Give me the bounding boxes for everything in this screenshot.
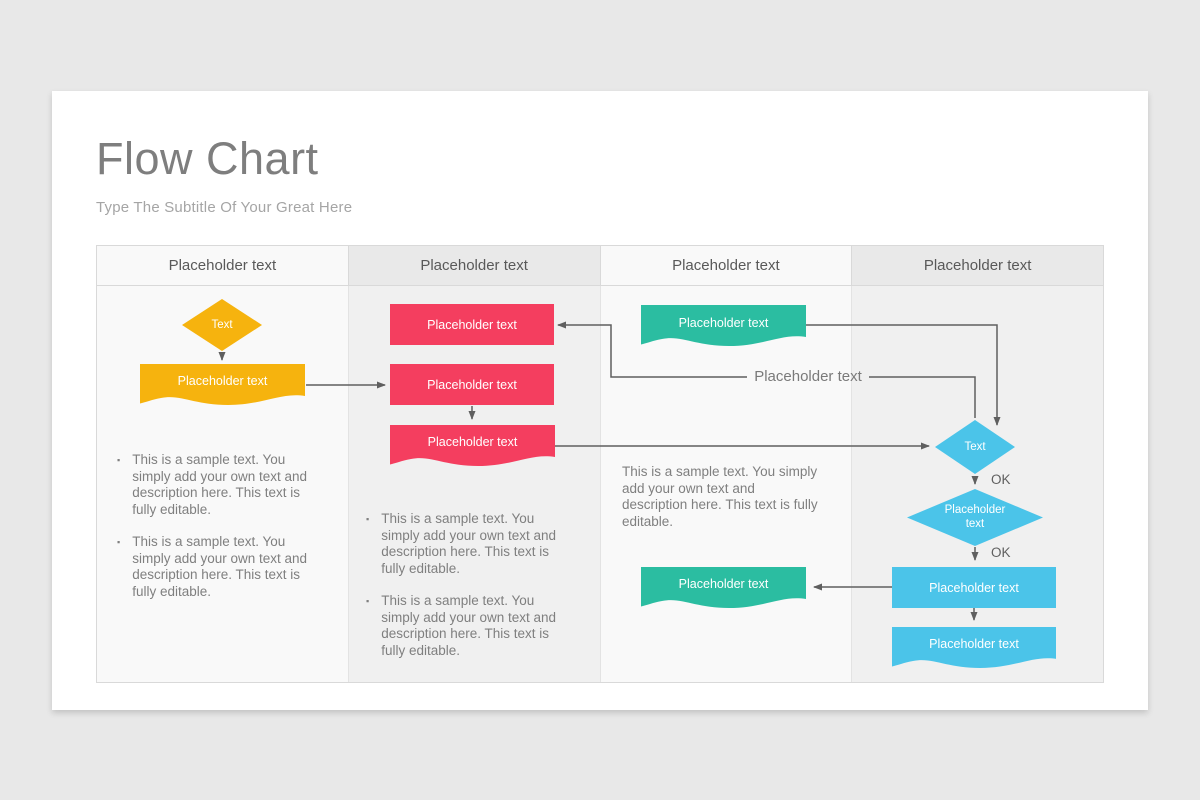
bullet-list-col1: ▪ This is a sample text. You simply add … [117,452,332,616]
flow-node-process-blue: Placeholder text [892,567,1056,608]
bullet-marker: ▪ [366,596,370,606]
paragraph-col3: This is a sample text. You simply add yo… [622,464,818,529]
flow-node-process-red-2: Placeholder text [390,364,554,405]
column-header-2: Placeholder text [348,246,601,286]
slide-subtitle: Type The Subtitle Of Your Great Here [96,199,353,216]
branch-label-ok-2: OK [991,545,1011,560]
column-header-1: Placeholder text [97,246,349,286]
flow-node-process-red-1: Placeholder text [390,304,554,345]
bullet-list-col2: ▪ This is a sample text. You simply add … [366,511,581,675]
branch-label-ok-1: OK [991,472,1011,487]
bullet-marker: ▪ [117,455,121,465]
column-header-3: Placeholder text [600,246,853,286]
bullet-marker: ▪ [366,514,370,524]
slide-title: Flow Chart [96,133,319,184]
bullet-marker: ▪ [117,537,121,547]
bullet-text: This is a sample text. You simply add yo… [381,593,557,658]
list-item: ▪ This is a sample text. You simply add … [117,452,332,518]
list-item: ▪ This is a sample text. You simply add … [366,511,581,577]
column-header-4: Placeholder text [852,246,1103,286]
connector-floating-label: Placeholder text [754,368,862,385]
flow-table: Placeholder text Placeholder text Placeh… [96,245,1104,683]
flow-node-decision-blue-2-label: Placeholder text [944,503,1006,530]
list-item: ▪ This is a sample text. You simply add … [117,534,332,600]
bullet-text: This is a sample text. You simply add yo… [132,452,308,517]
bullet-text: This is a sample text. You simply add yo… [381,511,557,576]
column-body-4 [852,286,1103,682]
flow-table-header-row: Placeholder text Placeholder text Placeh… [97,246,1103,286]
list-item: ▪ This is a sample text. You simply add … [366,593,581,659]
bullet-text: This is a sample text. You simply add yo… [132,534,308,599]
